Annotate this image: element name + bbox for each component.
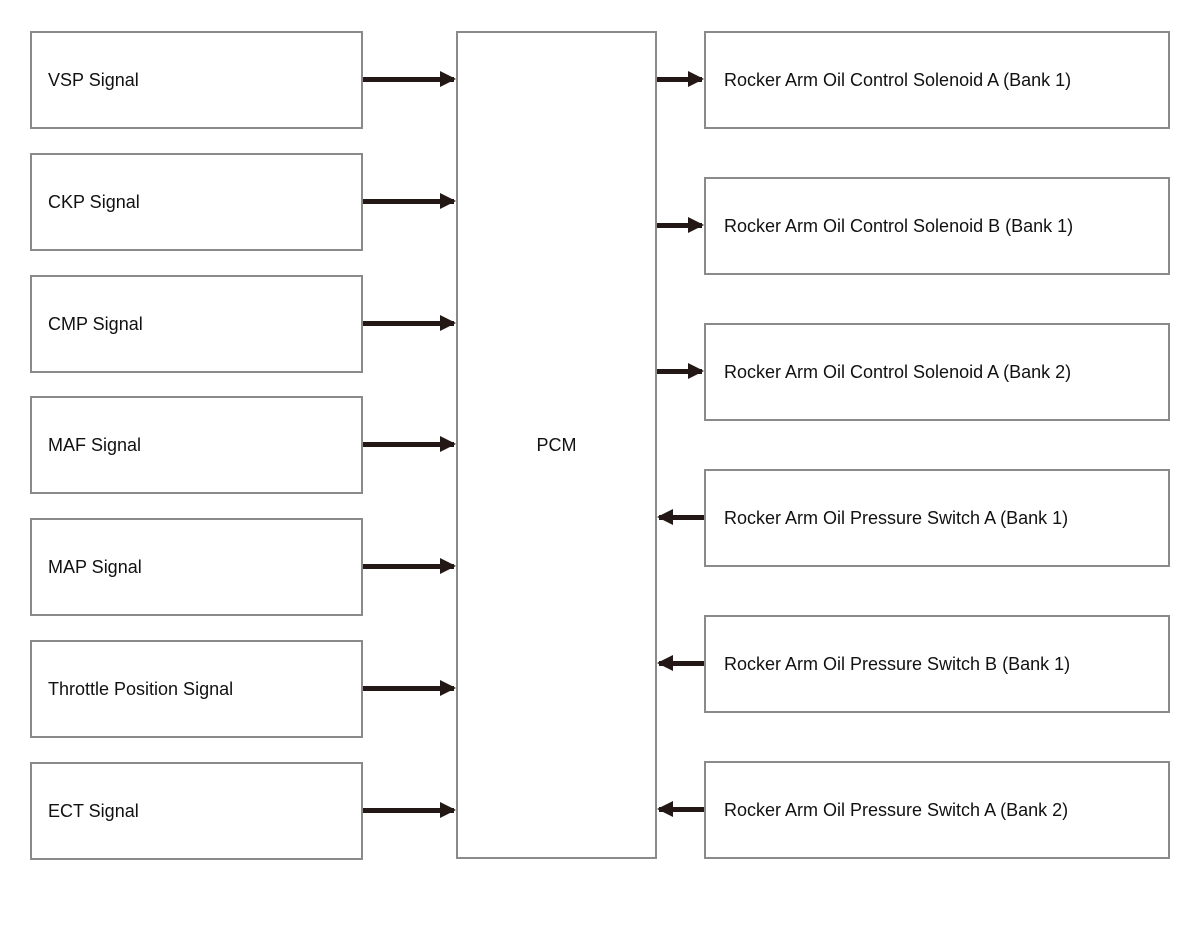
input-arrow [363, 802, 456, 818]
feedback-arrow [657, 509, 704, 525]
input-arrow [363, 71, 456, 87]
input-label: MAF Signal [48, 434, 142, 455]
input-box-maf-signal: MAF Signal [30, 396, 363, 494]
input-label: Throttle Position Signal [48, 678, 234, 699]
output-label: Rocker Arm Oil Control Solenoid A (Bank … [724, 69, 1072, 90]
output-box-solenoid-b-bank1: Rocker Arm Oil Control Solenoid B (Bank … [704, 177, 1170, 275]
input-arrow [363, 558, 456, 574]
feedback-arrow [657, 655, 704, 671]
input-label: CMP Signal [48, 313, 143, 334]
input-label: MAP Signal [48, 556, 142, 577]
input-box-ect-signal: ECT Signal [30, 762, 363, 860]
output-box-solenoid-a-bank2: Rocker Arm Oil Control Solenoid A (Bank … [704, 323, 1170, 421]
output-box-pressure-switch-b-bank1: Rocker Arm Oil Pressure Switch B (Bank 1… [704, 615, 1170, 713]
input-box-throttle-position-signal: Throttle Position Signal [30, 640, 363, 738]
input-arrow [363, 436, 456, 452]
output-label: Rocker Arm Oil Pressure Switch A (Bank 1… [724, 507, 1069, 528]
input-label: CKP Signal [48, 191, 140, 212]
input-label: VSP Signal [48, 69, 139, 90]
output-box-pressure-switch-a-bank1: Rocker Arm Oil Pressure Switch A (Bank 1… [704, 469, 1170, 567]
input-box-ckp-signal: CKP Signal [30, 153, 363, 251]
input-label: ECT Signal [48, 800, 139, 821]
output-box-pressure-switch-a-bank2: Rocker Arm Oil Pressure Switch A (Bank 2… [704, 761, 1170, 859]
output-box-solenoid-a-bank1: Rocker Arm Oil Control Solenoid A (Bank … [704, 31, 1170, 129]
output-label: Rocker Arm Oil Pressure Switch A (Bank 2… [724, 799, 1069, 820]
input-arrow [363, 680, 456, 696]
input-box-cmp-signal: CMP Signal [30, 275, 363, 373]
output-arrow [657, 363, 704, 379]
input-box-map-signal: MAP Signal [30, 518, 363, 616]
output-label: Rocker Arm Oil Pressure Switch B (Bank 1… [724, 653, 1071, 674]
feedback-arrow [657, 801, 704, 817]
input-arrow [363, 193, 456, 209]
input-arrow [363, 315, 456, 331]
output-label: Rocker Arm Oil Control Solenoid A (Bank … [724, 361, 1072, 382]
output-arrow [657, 71, 704, 87]
output-label: Rocker Arm Oil Control Solenoid B (Bank … [724, 215, 1074, 236]
input-box-vsp-signal: VSP Signal [30, 31, 363, 129]
pcm-block: PCM [456, 31, 657, 859]
pcm-label: PCM [536, 434, 577, 455]
output-arrow [657, 217, 704, 233]
